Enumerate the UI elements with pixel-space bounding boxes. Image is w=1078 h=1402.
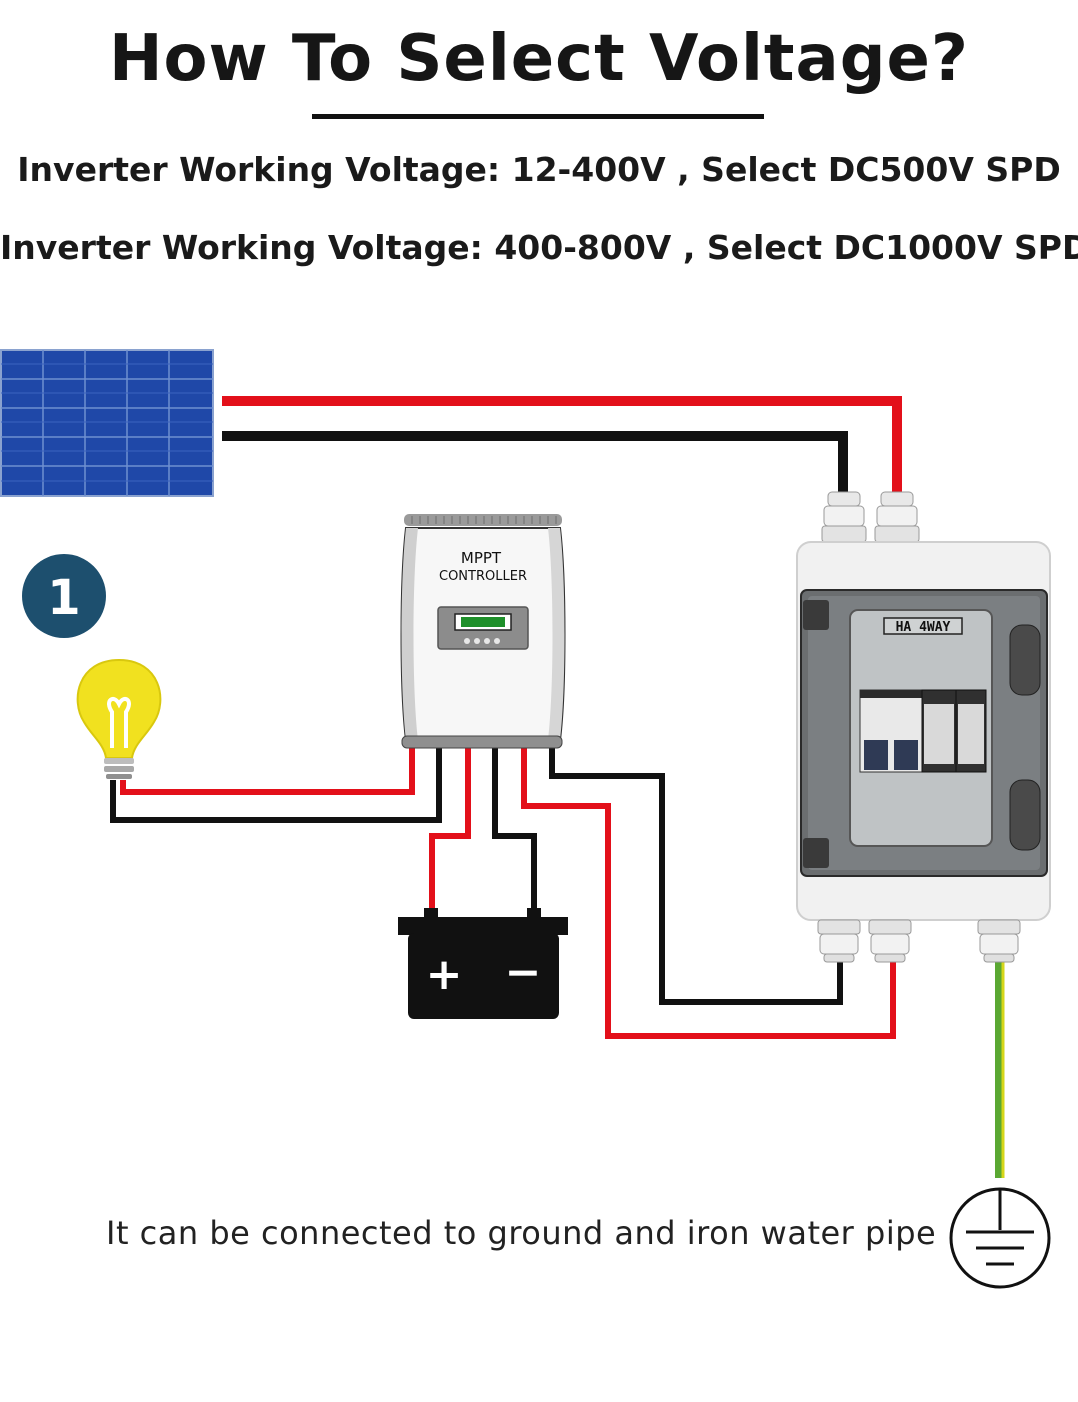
battery-plus-sign: + bbox=[426, 949, 463, 1000]
step-badge: 1 bbox=[22, 554, 106, 638]
step-badge-number: 1 bbox=[47, 570, 80, 626]
battery-minus-sign: − bbox=[505, 947, 542, 998]
top-cable-gland-right bbox=[874, 491, 920, 543]
bulb-positive-wire bbox=[120, 748, 415, 795]
controller-label-line2: CONTROLLER bbox=[439, 569, 527, 584]
bottom-cable-gland-middle bbox=[868, 919, 912, 963]
page-title: How To Select Voltage? bbox=[108, 22, 970, 96]
mppt-controller-icon: MPPT CONTROLLER bbox=[400, 514, 566, 749]
bottom-cable-gland-left bbox=[817, 919, 861, 963]
battery-positive-wire bbox=[429, 748, 471, 914]
ground-note: It can be connected to ground and iron w… bbox=[106, 1214, 937, 1252]
bottom-cable-gland-right bbox=[977, 919, 1021, 963]
panel-positive-wire bbox=[222, 396, 902, 496]
controller-positive-out-wire bbox=[521, 748, 896, 1039]
top-cable-gland-left bbox=[821, 491, 867, 543]
controller-negative-out-wire bbox=[549, 748, 843, 1005]
combiner-box-icon: HA 4WAY bbox=[796, 491, 1051, 963]
solar-panel-icon bbox=[0, 349, 214, 497]
controller-label-line1: MPPT bbox=[461, 549, 502, 567]
title-underline bbox=[312, 114, 764, 119]
ground-icon bbox=[949, 1187, 1051, 1289]
spec-line-500v: Inverter Working Voltage: 12-400V , Sele… bbox=[17, 150, 1061, 189]
spec-line-1000v: Inverter Working Voltage: 400-800V , Sel… bbox=[0, 228, 1078, 267]
battery-icon: + − bbox=[398, 908, 568, 1019]
bulb-negative-wire bbox=[110, 748, 442, 823]
panel-negative-wire bbox=[222, 431, 848, 496]
battery-negative-wire bbox=[492, 748, 537, 914]
combiner-box-label: HA 4WAY bbox=[896, 620, 951, 635]
light-bulb-icon bbox=[76, 658, 162, 779]
